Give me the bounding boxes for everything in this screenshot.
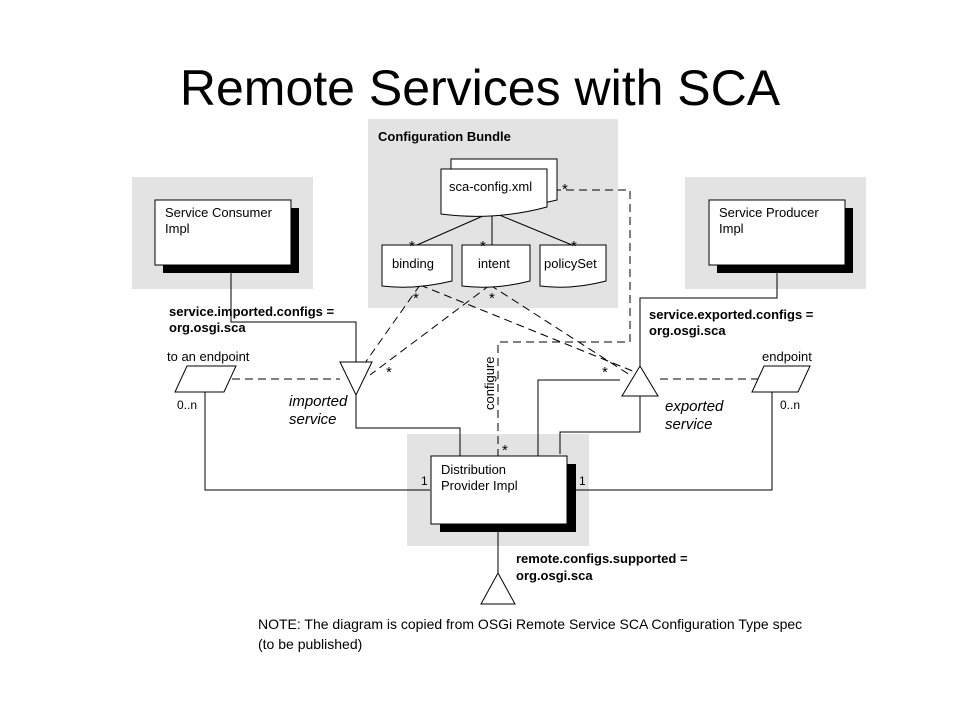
sca-config-xml-node: sca-config.xml (440, 158, 558, 217)
consumer-label-line2: Impl (165, 221, 190, 236)
exported-service-line1: exported (665, 398, 724, 415)
binding-label: binding (392, 256, 434, 271)
note-line-1: NOTE: The diagram is copied from OSGi Re… (258, 616, 803, 632)
policyset-label: policySet (544, 256, 597, 271)
star-imported: * (386, 364, 392, 381)
imported-service-triangle (339, 361, 373, 397)
star-binding-top: * (409, 238, 415, 255)
intent-node: intent (461, 244, 531, 288)
imported-configs-line1: service.imported.configs = (169, 304, 334, 319)
star-intent-bottom: * (489, 290, 495, 307)
endpoint-shape (751, 365, 811, 393)
imported-service-line2: service (289, 411, 337, 428)
exported-configs-line2: org.osgi.sca (649, 323, 726, 338)
imported-service-line1: imported (289, 393, 348, 410)
note-line-2: (to be published) (258, 636, 363, 652)
endpoint-label: endpoint (762, 349, 812, 364)
consumer-label-line1: Service Consumer (165, 205, 273, 220)
binding-node: binding (381, 244, 453, 288)
imported-configs-line2: org.osgi.sca (169, 320, 246, 335)
mult-left-0n: 0..n (177, 398, 197, 412)
producer-label-line1: Service Producer (719, 205, 819, 220)
mult-right-0n: 0..n (780, 398, 800, 412)
star-binding-bottom: * (413, 290, 419, 307)
mult-right-one: 1 (579, 474, 586, 488)
producer-label-line2: Impl (719, 221, 744, 236)
mult-left-one: 1 (421, 474, 428, 488)
configure-label: configure (482, 357, 497, 410)
exported-service-line2: service (665, 416, 713, 433)
sca-config-xml-label: sca-config.xml (449, 179, 532, 194)
remote-configs-line2: org.osgi.sca (516, 568, 593, 583)
configuration-bundle-label: Configuration Bundle (378, 129, 511, 144)
exported-service-triangle (621, 365, 659, 397)
solid-connections (204, 211, 778, 573)
distribution-provider-box: Distribution Provider Impl (430, 455, 576, 532)
exported-configs-line1: service.exported.configs = (649, 307, 814, 322)
star-sca-config: * (562, 181, 568, 198)
star-intent-top: * (480, 238, 486, 255)
dashed-connections (232, 189, 758, 458)
distribution-label-line2: Provider Impl (441, 478, 518, 493)
policyset-node: policySet (539, 244, 607, 288)
intent-label: intent (478, 256, 510, 271)
distribution-label-line1: Distribution (441, 462, 506, 477)
service-consumer-box: Service Consumer Impl (154, 199, 299, 273)
service-producer-box: Service Producer Impl (708, 199, 853, 273)
star-exported: * (602, 364, 608, 381)
star-policyset-top: * (571, 238, 577, 255)
slide-title: Remote Services with SCA (179, 60, 781, 108)
star-configure: * (502, 442, 508, 459)
remote-configs-triangle (480, 571, 516, 605)
to-endpoint-label: to an endpoint (167, 349, 250, 364)
to-endpoint-shape (174, 365, 237, 393)
note-text: NOTE: The diagram is copied from OSGi Re… (258, 614, 908, 654)
remote-configs-line1: remote.configs.supported = (516, 551, 688, 566)
